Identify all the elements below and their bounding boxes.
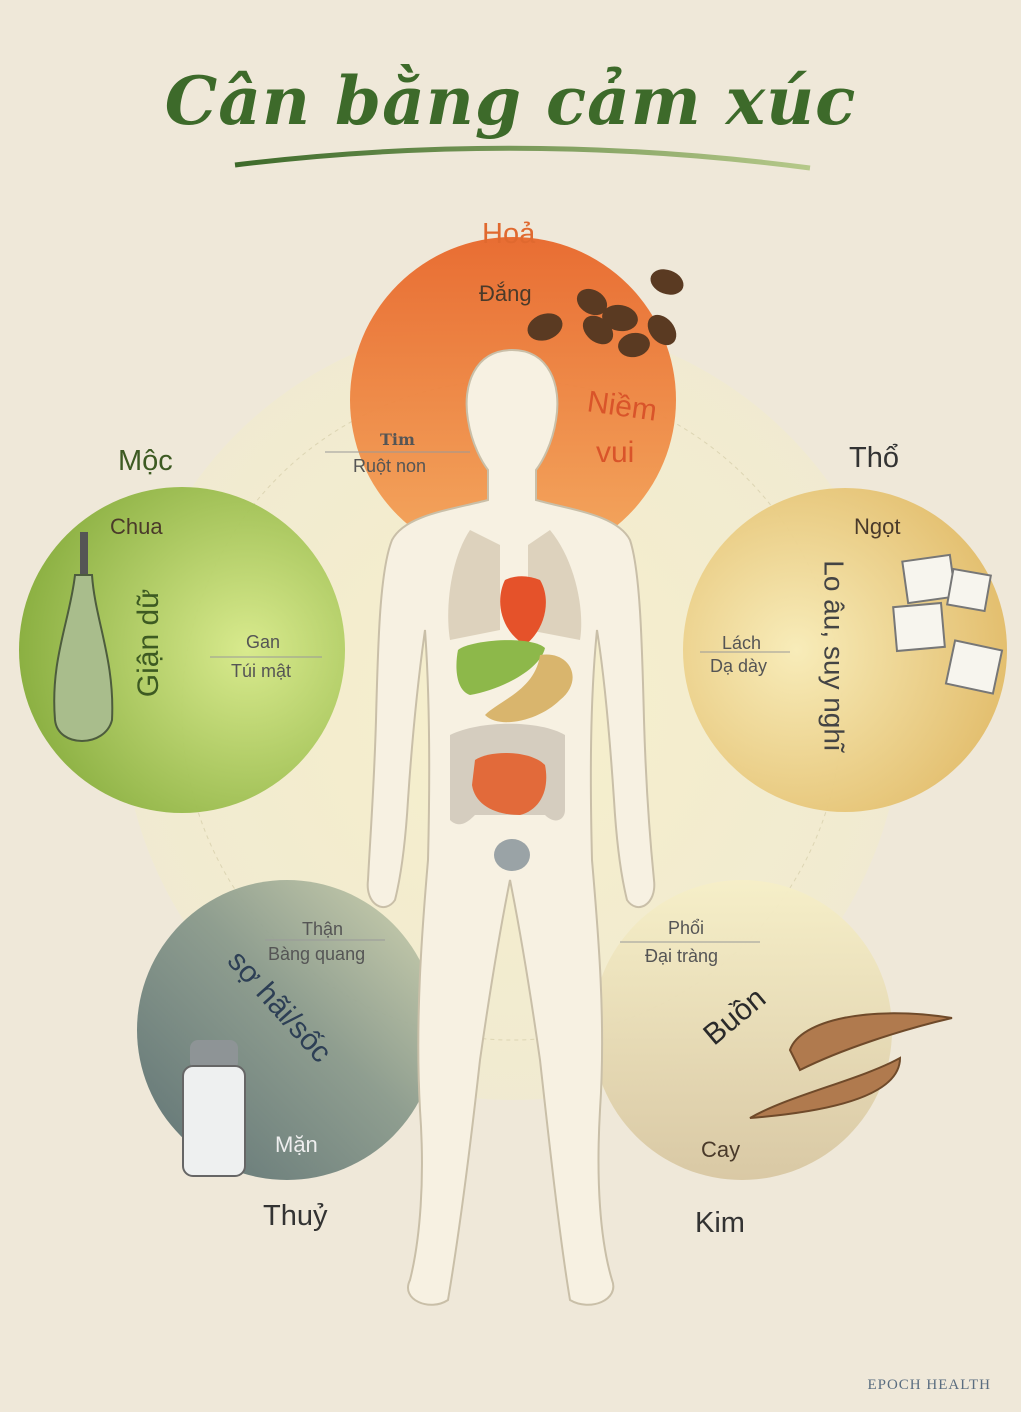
element-name-kim: Kim — [695, 1207, 745, 1239]
organ-thuy-1: Thận — [302, 919, 344, 939]
element-name-thuy: Thuỷ — [263, 1200, 328, 1232]
chili-peppers-icon — [749, 1012, 953, 1119]
coffee-beans-icon — [527, 269, 684, 358]
element-name-moc: Mộc — [118, 445, 173, 477]
emotion-moc: Giận dữ — [132, 588, 166, 698]
title-underline — [234, 145, 811, 171]
organ-moc-2: Túi mật — [231, 661, 292, 681]
bladder-icon — [494, 839, 530, 871]
organ-thuy-2: Bàng quang — [268, 944, 366, 964]
organ-kim-1: Phổi — [668, 918, 705, 938]
taste-thuy: Mặn — [275, 1132, 318, 1157]
taste-tho: Ngọt — [854, 514, 901, 539]
human-body-silhouette — [366, 348, 656, 1306]
intestines-icon — [472, 753, 547, 815]
emotion-tho: Lo âu, suy nghĩ — [818, 560, 850, 752]
organ-moc-1: Gan — [246, 632, 281, 652]
organ-hoa-2: Ruột non — [353, 456, 427, 476]
heart-icon — [500, 576, 546, 645]
taste-kim: Cay — [701, 1137, 741, 1162]
stomach-icon — [485, 654, 573, 723]
organs-illustration — [448, 530, 582, 871]
sugar-cubes-icon — [892, 553, 1004, 695]
organ-kim-2: Đại tràng — [645, 946, 719, 966]
taste-moc: Chua — [110, 514, 163, 539]
emotion-hoa-line2: vui — [596, 436, 635, 469]
element-name-hoa: Hoả — [482, 218, 536, 250]
liver-icon — [456, 640, 545, 695]
footer-brand: EPOCH HEALTH — [867, 1377, 991, 1393]
organ-tho-1: Lách — [722, 633, 762, 653]
element-name-tho: Thổ — [849, 442, 899, 474]
vinegar-bottle-icon — [53, 532, 114, 742]
page-title: Cân bằng cảm xúc — [164, 62, 857, 140]
organ-tho-2: Dạ dày — [710, 656, 768, 676]
organ-hoa-1: Tim — [380, 430, 415, 449]
taste-hoa: Đắng — [479, 281, 532, 306]
salt-shaker-icon — [182, 1040, 246, 1177]
